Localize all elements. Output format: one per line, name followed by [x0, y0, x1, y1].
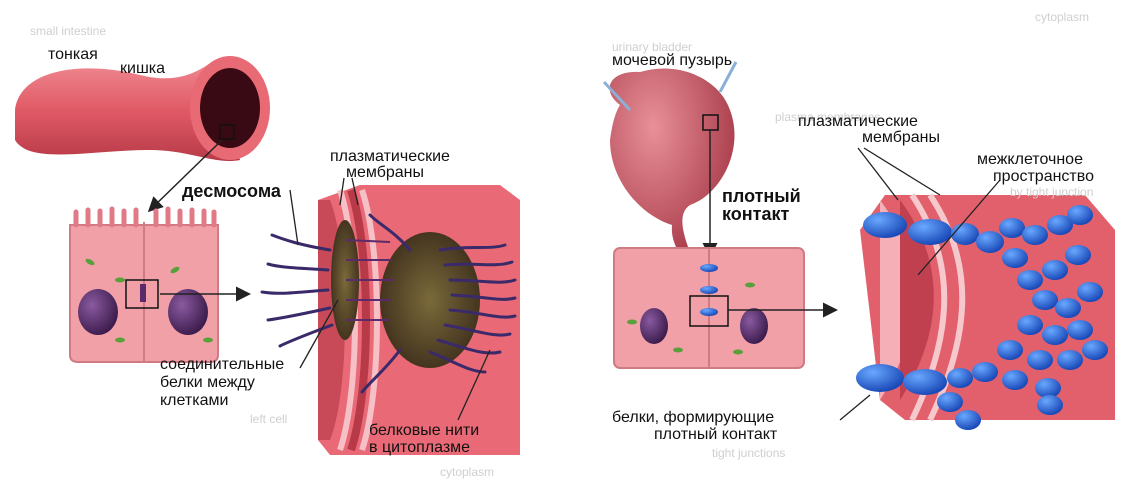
label-tj-proteins-line2: плотный контакт	[654, 426, 777, 443]
label-tight-junction-line2: контакт	[722, 204, 789, 224]
epithelial-cells-left	[70, 209, 218, 362]
label-bladder: мочевой пузырь	[612, 52, 732, 69]
tight-junction-illustration	[856, 195, 1115, 430]
label-intercellular-space-line2: пространство	[993, 168, 1094, 185]
ghost-text-cytoplasm-top: cytoplasm	[1035, 10, 1089, 24]
label-intestine-line1: тонкая	[48, 46, 98, 63]
label-membranes-left-line2: мембраны	[346, 164, 424, 181]
urinary-bladder-illustration	[604, 62, 736, 265]
label-filaments-line2: в цитоплазме	[369, 439, 470, 456]
label-intestine-line2: кишка	[120, 60, 165, 77]
label-linker-line2: белки между	[160, 374, 255, 391]
epithelial-cells-right	[614, 248, 804, 368]
ghost-text-tight-junction: by tight junction	[1010, 185, 1093, 199]
label-tight-junction-line1: плотный	[722, 186, 801, 206]
label-linker-line1: соединительные	[160, 356, 284, 373]
label-membranes-left-line1: плазматические	[330, 148, 450, 165]
desmosome-illustration	[262, 185, 520, 455]
label-membranes-right-line1: плазматические	[798, 113, 918, 130]
ghost-text-left-cell: left cell	[250, 412, 287, 426]
label-tj-proteins-line1: белки, формирующие	[612, 409, 774, 426]
ghost-text-cytoplasm-bottom: cytoplasm	[440, 465, 494, 479]
label-linker-line3: клетками	[160, 392, 228, 409]
label-desmosome: десмосома	[182, 181, 281, 201]
label-filaments-line1: белковые нити	[369, 422, 479, 439]
label-membranes-right-line2: мембраны	[862, 129, 940, 146]
label-intercellular-space-line1: межклеточное	[977, 151, 1083, 168]
ghost-text-tight-junctions: tight junctions	[712, 446, 785, 460]
ghost-text-small-intestine: small intestine	[30, 24, 106, 38]
